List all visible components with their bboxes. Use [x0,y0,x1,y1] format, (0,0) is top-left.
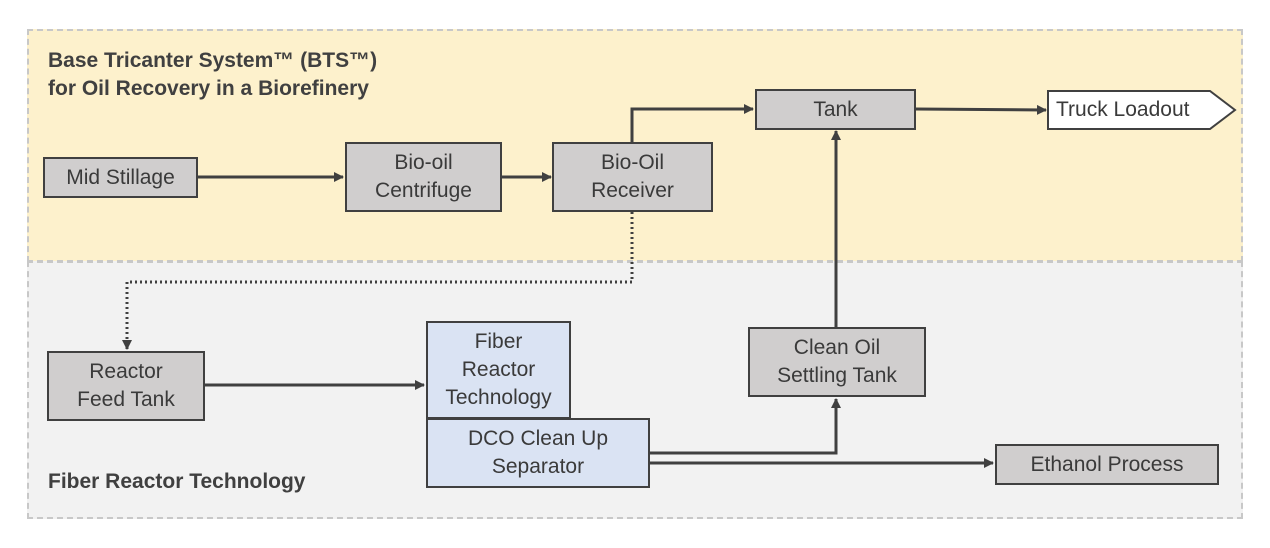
bio-oil-centrifuge-box: Bio-oil Centrifuge [345,142,502,212]
arrow-tank-to-truck [914,104,1047,115]
tank-box: Tank [755,89,916,130]
dco-clean-up-separator-box: DCO Clean Up Separator [426,418,650,488]
arrow-separator-to-settling [650,398,841,455]
fiber-reactor-region-title: Fiber Reactor Technology [48,470,306,493]
reactor-feed-tank-box: Reactor Feed Tank [47,351,205,421]
arrow-receiver-to-feed-tank-dotted [122,212,634,350]
clean-oil-settling-tank-box: Clean Oil Settling Tank [748,327,926,397]
arrow-receiver-to-tank [630,104,754,142]
truck-loadout-label: Truck Loadout [1056,98,1190,121]
ethanol-process-box: Ethanol Process [995,444,1219,485]
fiber-reactor-technology-box: Fiber Reactor Technology [426,321,571,419]
truck-loadout-shape [1047,90,1237,130]
bts-region-title: Base Tricanter System™ (BTS™) for Oil Re… [48,49,378,100]
region-divider [27,260,1243,262]
bio-oil-receiver-box: Bio-Oil Receiver [552,142,713,212]
mid-stillage-box: Mid Stillage [43,157,198,198]
